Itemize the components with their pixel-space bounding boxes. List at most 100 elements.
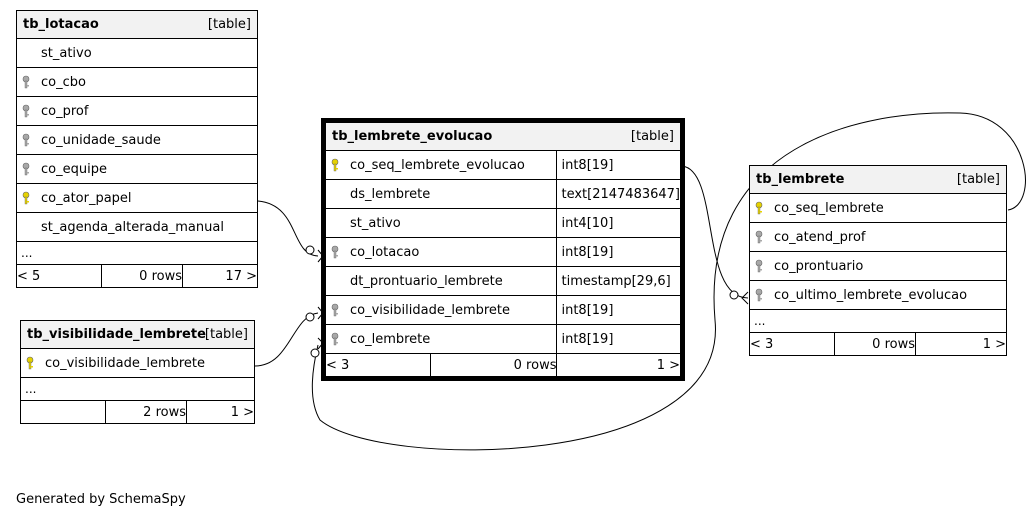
- column-name-cell[interactable]: co_lotacao: [323, 237, 558, 267]
- column-name: ds_lembrete: [350, 186, 431, 202]
- table-kind: [table]: [956, 172, 1000, 187]
- row-count: 0 rows: [834, 332, 916, 356]
- column-row[interactable]: co_visibilidade_lembrete: [20, 348, 255, 378]
- column-row[interactable]: co_prof: [16, 96, 258, 126]
- column-name: co_unidade_saude: [41, 132, 161, 148]
- column-row[interactable]: co_atend_prof: [749, 222, 1007, 252]
- rel-end-circle: [310, 348, 320, 358]
- primary-key-icon: [21, 191, 37, 205]
- table-tb-lembrete-evolucao[interactable]: [table] tb_lembrete_evolucao co_seq_lembre…: [321, 118, 685, 381]
- column-name-cell[interactable]: co_seq_lembrete_evolucao: [323, 150, 558, 180]
- table-kind: [table]: [204, 327, 248, 342]
- column-name: dt_prontuario_lembrete: [350, 273, 503, 289]
- table-name: tb_lotacao: [23, 17, 99, 32]
- column-type: int8[19]: [556, 295, 682, 325]
- column-type: timestamp[29,6]: [556, 266, 682, 296]
- column-type: int8[19]: [556, 324, 682, 354]
- column-name: co_lotacao: [350, 244, 420, 260]
- table-header[interactable]: [table]tb_lotacao: [16, 10, 258, 39]
- table-name: tb_visibilidade_lembrete: [27, 327, 206, 342]
- column-row[interactable]: st_agenda_alterada_manual: [16, 212, 258, 242]
- column-row[interactable]: st_ativo int4[10]: [323, 208, 682, 238]
- column-name: co_visibilidade_lembrete: [45, 355, 206, 371]
- column-name: co_ator_papel: [41, 190, 132, 206]
- column-name: co_seq_lembrete_evolucao: [350, 157, 525, 173]
- more-columns-ellipsis[interactable]: ...: [20, 377, 255, 401]
- column-name: st_agenda_alterada_manual: [41, 219, 224, 235]
- column-name: co_visibilidade_lembrete: [350, 302, 511, 318]
- foreign-key-icon: [330, 303, 346, 317]
- children-link[interactable]: 17 >: [182, 264, 258, 288]
- column-type: int8[19]: [556, 237, 682, 267]
- parents-link[interactable]: < 3: [323, 353, 432, 378]
- parents-link[interactable]: < 3: [749, 332, 835, 356]
- rel-crowfoot: [741, 291, 749, 305]
- column-row[interactable]: co_lotacao int8[19]: [323, 237, 682, 267]
- column-name: st_ativo: [41, 45, 92, 61]
- column-name: co_atend_prof: [774, 229, 866, 245]
- column-row[interactable]: dt_prontuario_lembrete timestamp[29,6]: [323, 266, 682, 296]
- column-row[interactable]: co_ultimo_lembrete_evolucao: [749, 280, 1007, 310]
- column-name: co_equipe: [41, 161, 107, 177]
- foreign-key-icon: [21, 75, 37, 89]
- row-count: 0 rows: [101, 264, 183, 288]
- foreign-key-icon: [21, 104, 37, 118]
- column-name: st_ativo: [350, 215, 401, 231]
- table-name: tb_lembrete_evolucao: [332, 129, 493, 144]
- column-row[interactable]: st_ativo: [16, 38, 258, 68]
- row-count: 0 rows: [430, 353, 558, 378]
- column-name: co_cbo: [41, 74, 86, 90]
- children-link[interactable]: 1 >: [556, 353, 682, 378]
- column-row[interactable]: co_seq_lembrete_evolucao int8[19]: [323, 150, 682, 180]
- foreign-key-icon: [330, 332, 346, 346]
- foreign-key-icon: [21, 133, 37, 147]
- table-name: tb_lembrete: [756, 172, 845, 187]
- column-name-cell[interactable]: dt_prontuario_lembrete: [323, 266, 558, 296]
- parents-link[interactable]: [20, 400, 106, 424]
- column-name-cell[interactable]: ds_lembrete: [323, 179, 558, 209]
- column-name: co_ultimo_lembrete_evolucao: [774, 287, 968, 303]
- foreign-key-icon: [330, 245, 346, 259]
- rel-lembrete-evolucao: [311, 112, 1026, 451]
- foreign-key-icon: [754, 259, 770, 273]
- column-row[interactable]: co_ator_papel: [16, 183, 258, 213]
- column-name: co_prof: [41, 103, 89, 119]
- primary-key-icon: [330, 158, 346, 172]
- children-link[interactable]: 1 >: [915, 332, 1007, 356]
- column-row[interactable]: co_cbo: [16, 67, 258, 97]
- column-row[interactable]: co_visibilidade_lembrete int8[19]: [323, 295, 682, 325]
- generated-by-label: Generated by SchemaSpy: [16, 492, 186, 507]
- table-tb-lembrete[interactable]: [table] tb_lembrete co_seq_lembrete co_aten…: [749, 165, 1007, 356]
- row-count: 2 rows: [105, 400, 187, 424]
- column-name-cell[interactable]: co_visibilidade_lembrete: [323, 295, 558, 325]
- more-columns-ellipsis[interactable]: ...: [16, 241, 258, 265]
- table-header[interactable]: [table] tb_lembrete: [749, 165, 1007, 194]
- column-row[interactable]: co_prontuario: [749, 251, 1007, 281]
- rel-end-circle: [305, 312, 315, 322]
- table-kind: [table]: [630, 129, 674, 144]
- column-type: int4[10]: [556, 208, 682, 238]
- rel-end-circle: [729, 290, 739, 300]
- foreign-key-icon: [754, 288, 770, 302]
- more-columns-ellipsis[interactable]: ...: [749, 309, 1007, 333]
- column-row[interactable]: co_equipe: [16, 154, 258, 184]
- column-name: co_prontuario: [774, 258, 864, 274]
- column-name-cell[interactable]: co_lembrete: [323, 324, 558, 354]
- parents-link[interactable]: < 5: [16, 264, 102, 288]
- foreign-key-icon: [21, 162, 37, 176]
- table-header[interactable]: [table]tb_visibilidade_lembrete: [20, 320, 255, 349]
- column-name-cell[interactable]: st_ativo: [323, 208, 558, 238]
- column-row[interactable]: co_unidade_saude: [16, 125, 258, 155]
- primary-key-icon: [754, 201, 770, 215]
- primary-key-icon: [25, 356, 41, 370]
- rel-end-circle: [305, 245, 315, 255]
- table-header[interactable]: [table] tb_lembrete_evolucao: [324, 121, 682, 151]
- children-link[interactable]: 1 >: [186, 400, 255, 424]
- table-tb-visibilidade-lembrete[interactable]: [table]tb_visibilidade_lembrete co_visibi…: [20, 320, 255, 424]
- column-type: int8[19]: [556, 150, 682, 180]
- column-row[interactable]: co_seq_lembrete: [749, 193, 1007, 223]
